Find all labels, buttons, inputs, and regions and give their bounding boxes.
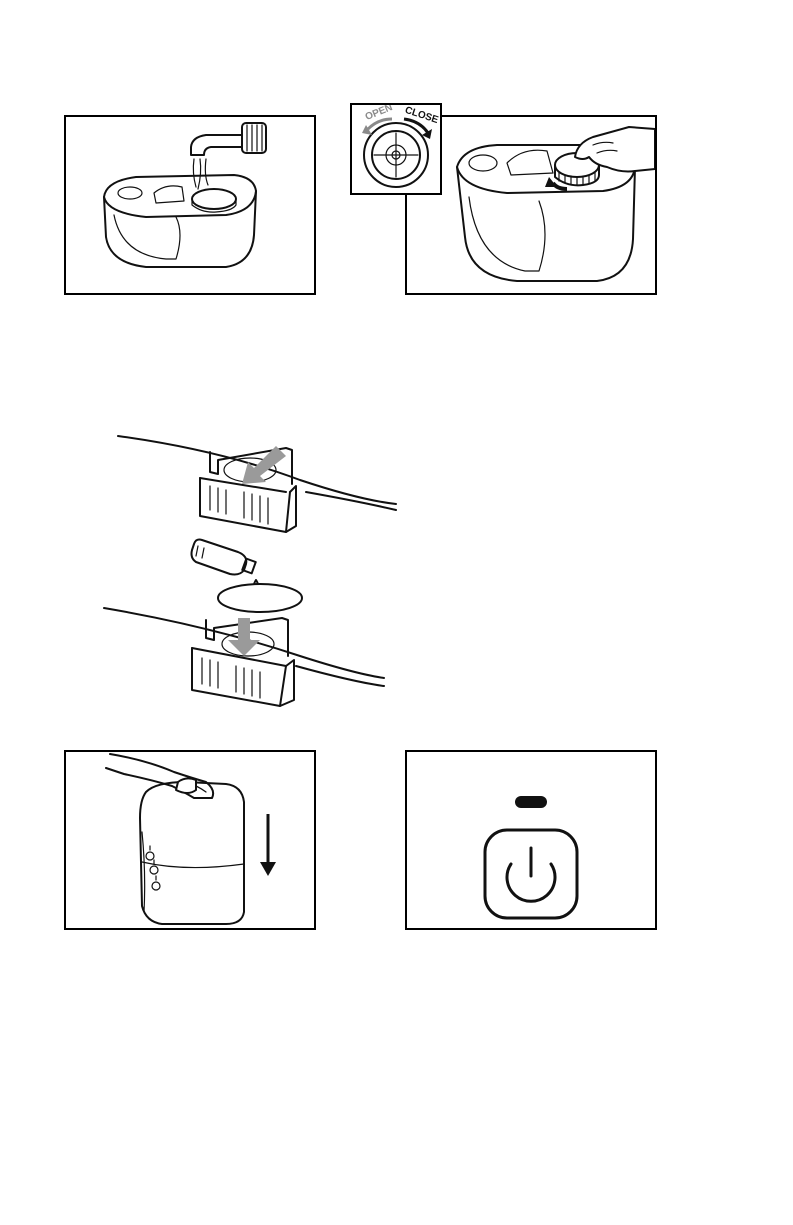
hand-turning-cap-illustration — [407, 117, 655, 293]
water-tank — [104, 175, 256, 267]
dial-illustration: OPEN CLOSE — [352, 105, 440, 193]
fill-tank-panel — [64, 115, 316, 295]
pad-tray-top — [118, 436, 396, 532]
hand-icon — [106, 754, 213, 798]
close-cap-panel — [405, 115, 657, 295]
cap-dial-inset: OPEN CLOSE — [350, 103, 442, 195]
unit-assembly-illustration — [66, 752, 314, 928]
down-arrow-icon — [228, 618, 260, 656]
humidifier-unit — [140, 778, 244, 924]
power-button-panel — [405, 750, 657, 930]
power-control-illustration — [407, 752, 655, 928]
place-tank-panel — [64, 750, 316, 930]
down-arrow-icon — [260, 814, 276, 876]
power-icon — [507, 848, 555, 901]
faucet-icon — [191, 123, 266, 189]
scent-pad-illustration — [100, 430, 400, 720]
tank-under-faucet-illustration — [66, 117, 314, 293]
scent-pad — [218, 584, 302, 612]
indicator-light — [515, 796, 547, 808]
pad-tray-bottom — [104, 608, 384, 706]
close-label: CLOSE — [403, 105, 439, 126]
hand-icon — [575, 127, 655, 172]
oil-bottle — [192, 540, 256, 575]
